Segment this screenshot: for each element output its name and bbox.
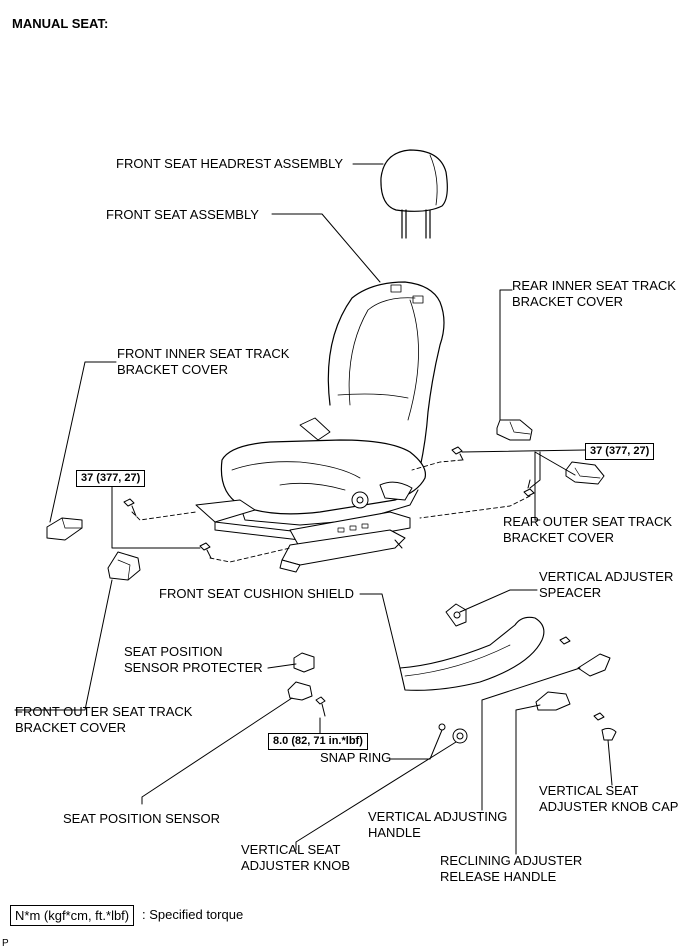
label-reclining-handle-line2: RELEASE HANDLE — [440, 869, 557, 884]
leader-lines — [14, 163, 613, 855]
label-sensor-protecter-line2: SENSOR PROTECTER — [124, 660, 263, 675]
knob-cap-drawing — [601, 727, 617, 741]
torque-box-sensor: 8.0 (82, 71 in.*lbf) — [268, 733, 368, 750]
label-front-inner-cover-line1: FRONT INNER SEAT TRACK — [117, 346, 290, 361]
label-front-outer-cover-line1: FRONT OUTER SEAT TRACK — [15, 704, 193, 719]
rear-inner-cover-drawing — [496, 419, 533, 441]
footer-code: P — [2, 938, 9, 949]
label-rear-inner-cover-line2: BRACKET COVER — [512, 294, 624, 309]
seat-back-drawing — [299, 281, 445, 469]
front-outer-cover-drawing — [107, 551, 141, 581]
label-vertical-spacer-line1: VERTICAL ADJUSTER — [539, 569, 674, 584]
label-snap-ring: SNAP RING — [320, 750, 392, 765]
label-cushion-shield: FRONT SEAT CUSHION SHIELD — [159, 586, 355, 601]
rear-outer-cover-drawing — [565, 461, 605, 485]
label-sensor-protecter-line1: SEAT POSITION — [124, 644, 223, 659]
bolt-drawings — [123, 446, 605, 721]
page-title: MANUAL SEAT: — [12, 16, 109, 31]
adjuster-knob-drawing — [452, 728, 468, 744]
reclining-handle-drawing — [535, 691, 571, 711]
front-inner-cover-drawing — [46, 517, 83, 541]
snap-ring-drawing — [438, 723, 446, 731]
label-vertical-spacer-line2: SPEACER — [539, 585, 602, 600]
cushion-shield-drawing — [399, 616, 545, 691]
label-rear-outer-cover-line1: REAR OUTER SEAT TRACK — [503, 514, 673, 529]
position-sensor-drawing — [287, 681, 313, 701]
label-position-sensor: SEAT POSITION SENSOR — [63, 811, 220, 826]
seat-track-drawing — [195, 481, 413, 573]
headrest-drawing — [380, 149, 448, 239]
label-rear-outer-cover-line2: BRACKET COVER — [503, 530, 615, 545]
label-vertical-handle-line2: HANDLE — [368, 825, 421, 840]
label-front-inner-cover-line2: BRACKET COVER — [117, 362, 229, 377]
vertical-handle-drawing — [577, 653, 611, 677]
dashed-mount-lines — [131, 459, 531, 563]
label-adjuster-knob-line1: VERTICAL SEAT — [241, 842, 341, 857]
label-rear-inner-cover-line1: REAR INNER SEAT TRACK — [512, 278, 676, 293]
label-reclining-handle-line1: RECLINING ADJUSTER — [440, 853, 583, 868]
vertical-spacer-drawing — [445, 603, 467, 627]
legend-text: : Specified torque — [142, 907, 244, 922]
label-front-outer-cover-line2: BRACKET COVER — [15, 720, 127, 735]
label-headrest: FRONT SEAT HEADREST ASSEMBLY — [116, 156, 344, 171]
label-seat-assembly: FRONT SEAT ASSEMBLY — [106, 207, 259, 222]
torque-box-right: 37 (377, 27) — [585, 443, 655, 460]
label-knob-cap-line1: VERTICAL SEAT — [539, 783, 639, 798]
sensor-protecter-drawing — [293, 652, 315, 673]
label-adjuster-knob-line2: ADJUSTER KNOB — [241, 858, 351, 873]
torque-box-left: 37 (377, 27) — [76, 470, 146, 487]
label-vertical-handle-line1: VERTICAL ADJUSTING — [368, 809, 508, 824]
legend-unit-box: N*m (kgf*cm, ft.*lbf) — [10, 905, 135, 926]
label-knob-cap-line2: ADJUSTER KNOB CAP — [539, 799, 679, 814]
